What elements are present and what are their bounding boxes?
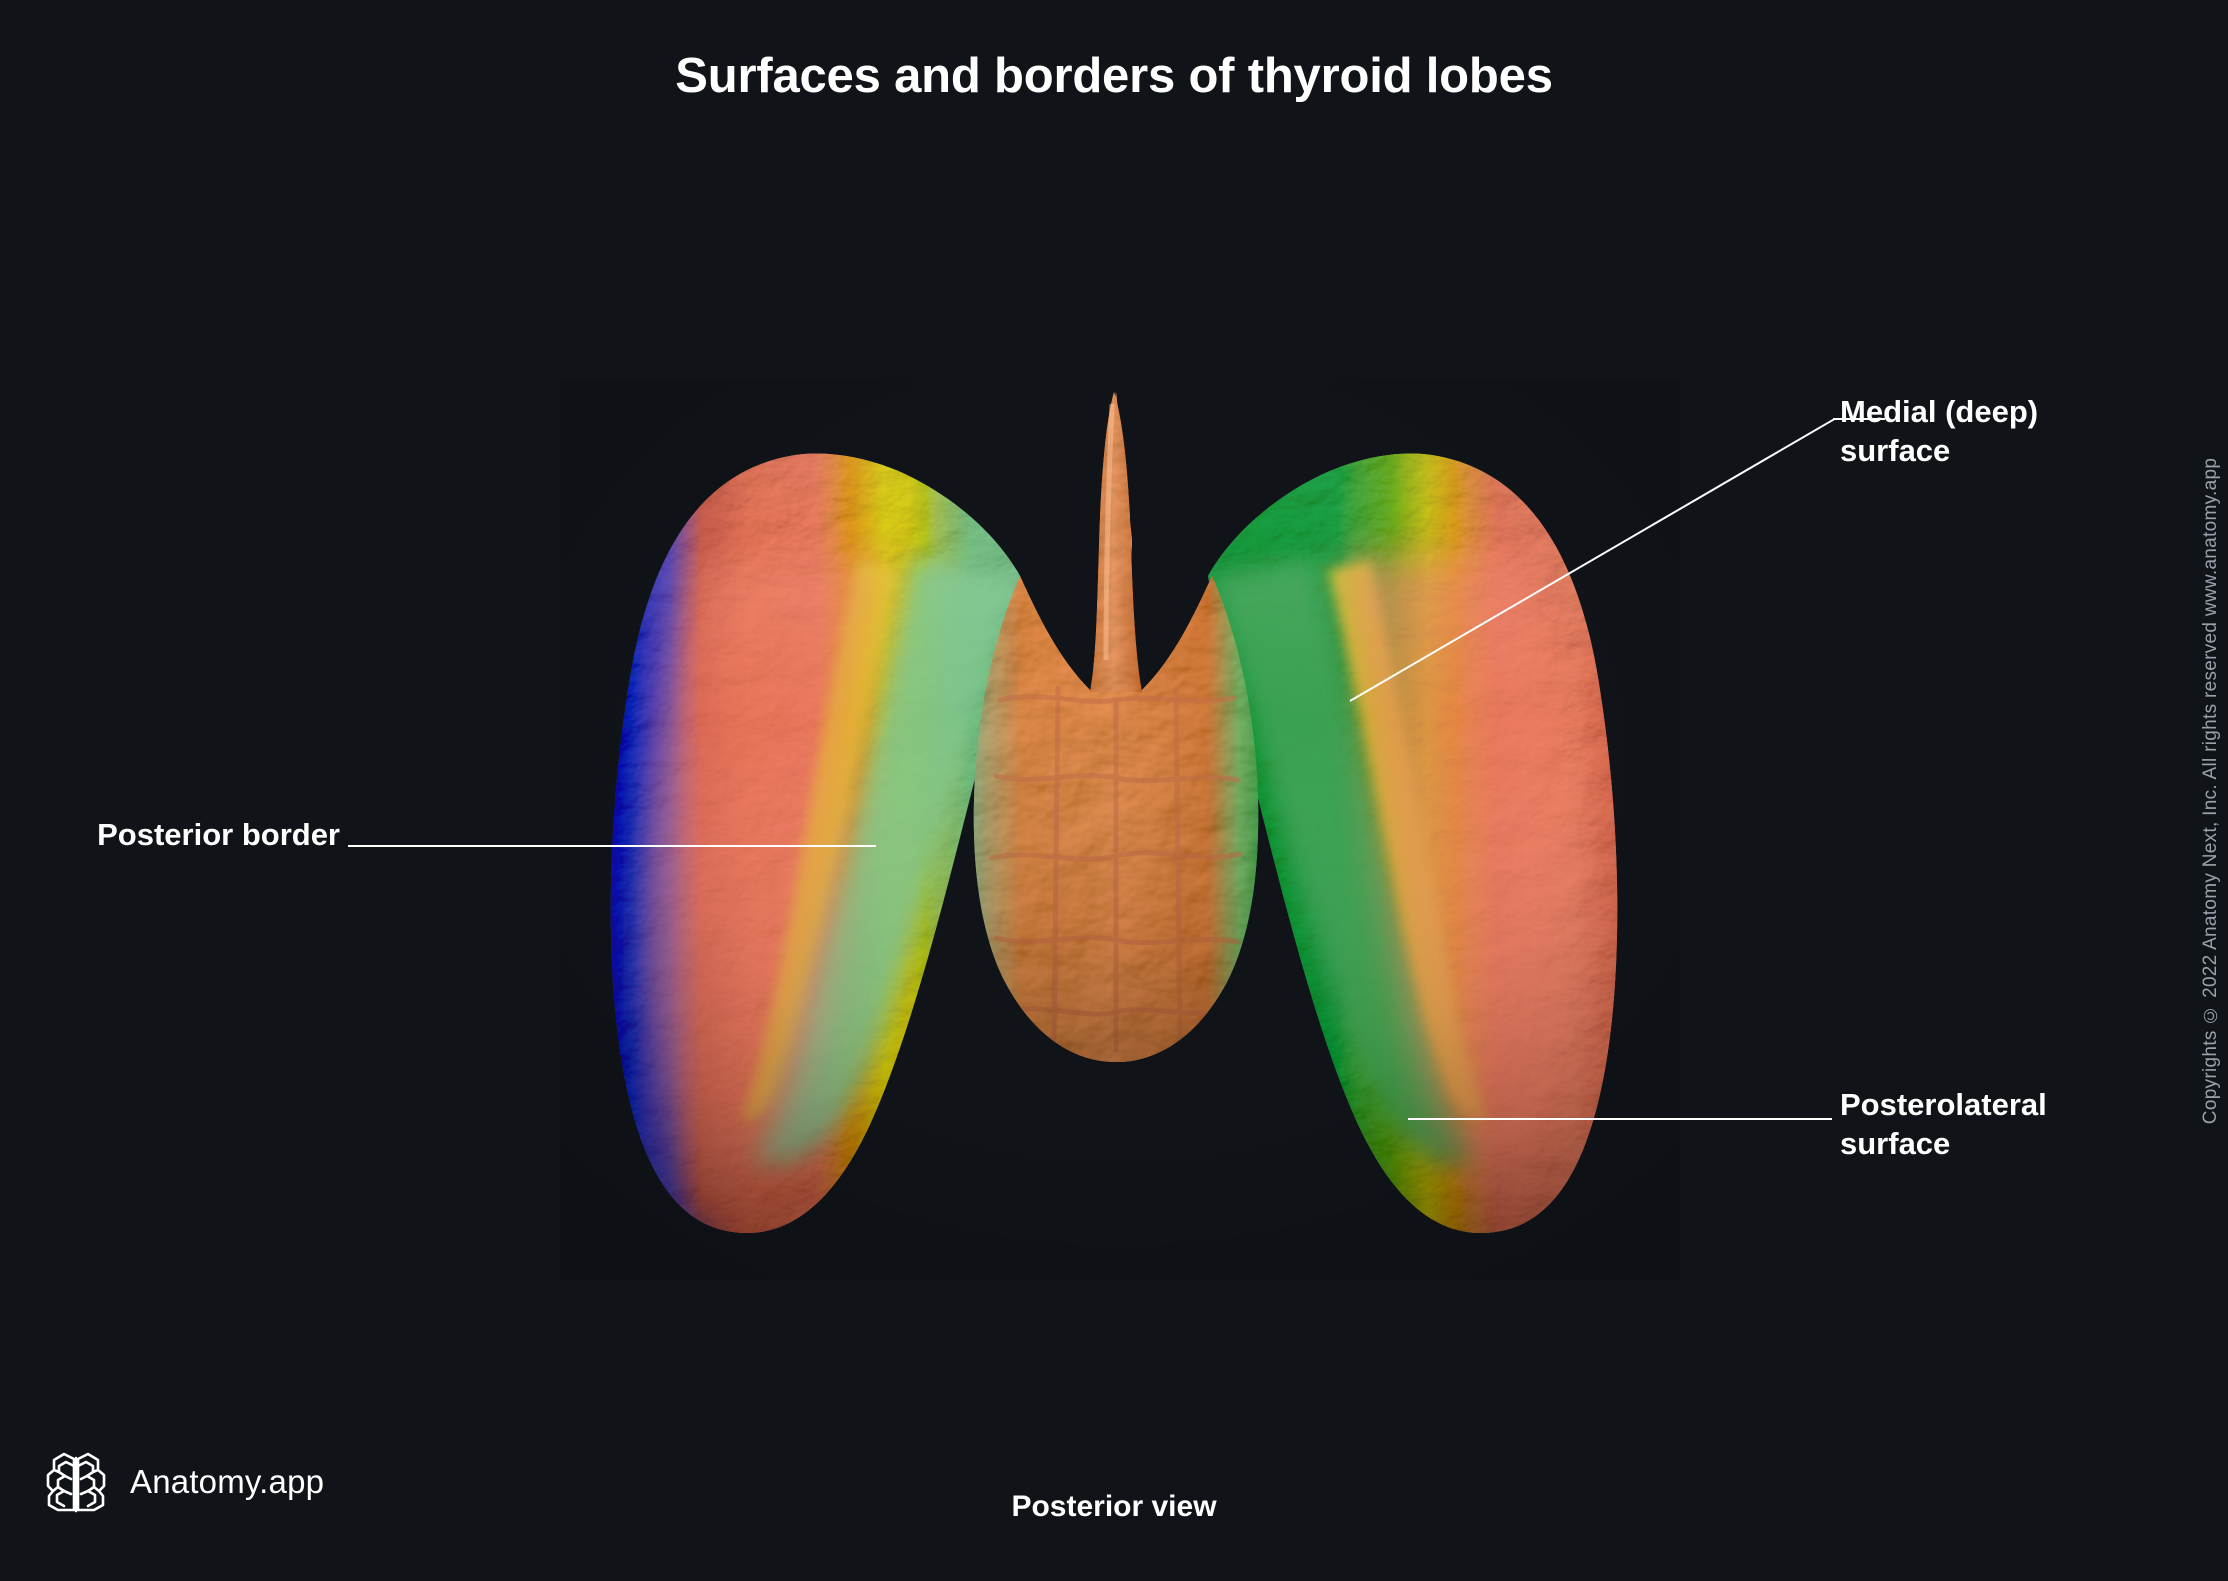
label-medial-deep-surface: Medial (deep) surface — [1840, 392, 2170, 471]
brand-logo: Anatomy.app — [44, 1450, 324, 1514]
thyroid-isthmus — [973, 392, 1259, 1062]
thyroid-left-lobe — [1208, 453, 1618, 1234]
label-posterolateral-surface-line1: Posterolateral — [1840, 1087, 2047, 1122]
label-posterolateral-surface-line2: surface — [1840, 1126, 1951, 1162]
label-posterior-border: Posterior border — [30, 815, 340, 854]
label-medial-deep-surface-line2: surface — [1840, 433, 1951, 469]
leader-line-posterolateral-surface — [1408, 1118, 1832, 1120]
pyramidal-lobe — [1090, 392, 1142, 692]
leader-line-medial-surface-horizontal — [1833, 418, 1885, 420]
leader-line-posterior-border — [348, 845, 876, 847]
view-caption: Posterior view — [1011, 1490, 1217, 1523]
copyright-notice: Copyrights © 2022 Anatomy Next, Inc. All… — [2200, 457, 2221, 1124]
brain-icon — [46, 1452, 106, 1513]
brand-name: Anatomy.app — [130, 1463, 325, 1500]
label-medial-deep-surface-line1: Medial (deep) — [1840, 394, 2039, 429]
label-posterior-border-line1: Posterior border — [97, 817, 340, 852]
page-title: Surfaces and borders of thyroid lobes — [675, 49, 1553, 103]
label-posterolateral-surface: Posterolateral surface — [1840, 1085, 2170, 1164]
leader-line-medial-surface — [1349, 418, 1835, 702]
